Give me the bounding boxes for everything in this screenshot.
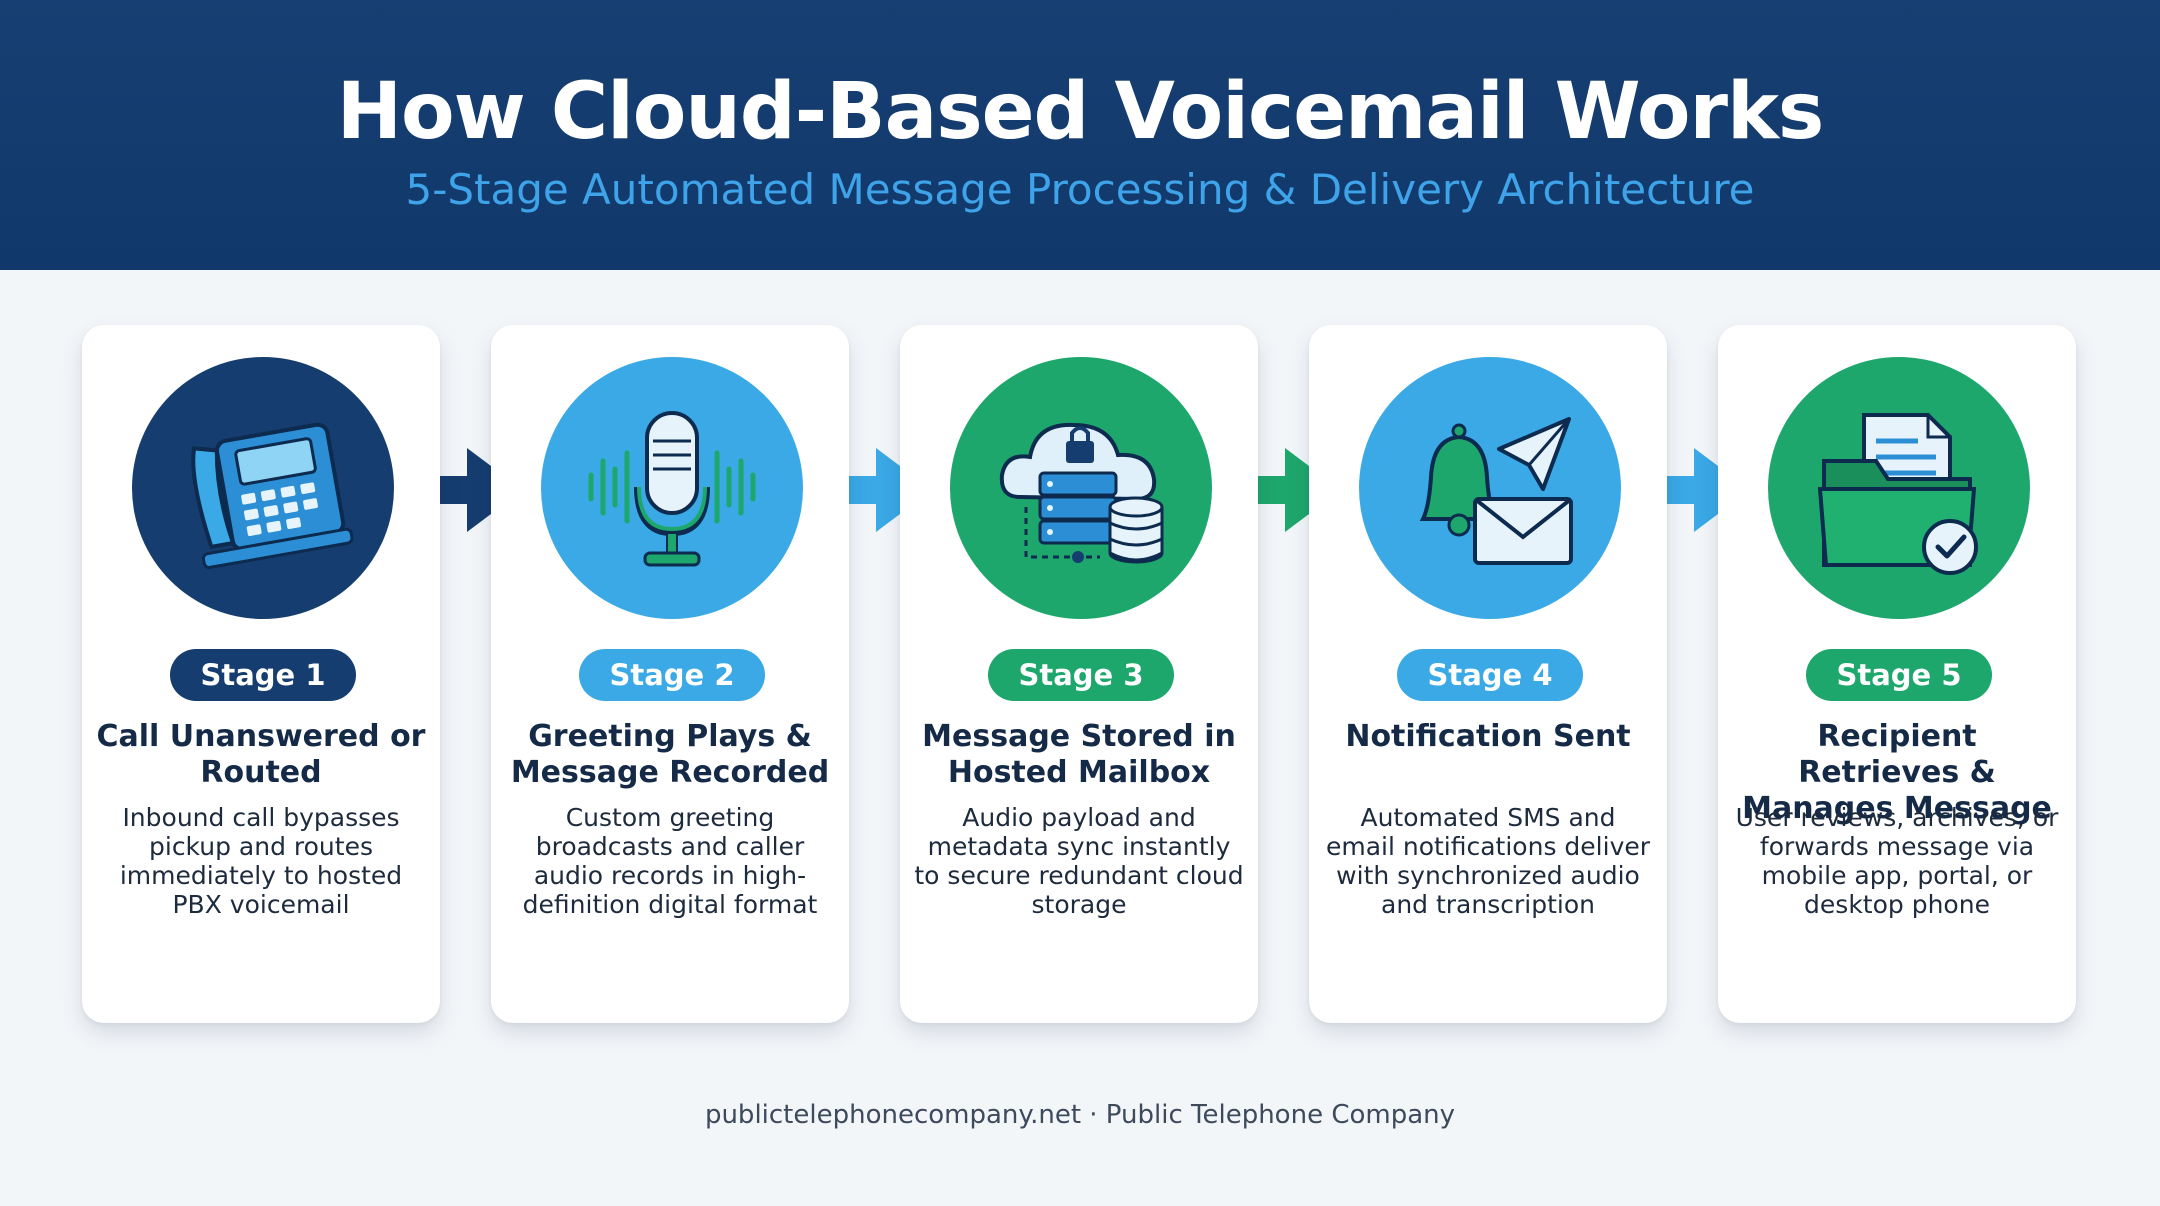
stage-badge: Stage 2 [579, 649, 765, 701]
header-banner: How Cloud-Based Voicemail Works 5-Stage … [0, 0, 2160, 270]
stage-card-5: Stage 5 Recipient Retrieves & Manages Me… [1718, 325, 2076, 1023]
footer-credit: publictelephonecompany.net · Public Tele… [704, 1100, 1456, 1130]
stage-badge: Stage 5 [1806, 649, 1992, 701]
stage-title: Message Stored in Hosted Mailbox [922, 719, 1236, 790]
stage-description: Automated SMS and email notifications de… [1325, 803, 1651, 919]
stage-description: Audio payload and metadata sync instantl… [914, 803, 1244, 919]
folder-check-icon [1768, 357, 2030, 619]
stage-title: Recipient Retrieves & Manages Message [1742, 719, 2052, 826]
notification-bell-icon [1359, 357, 1621, 619]
stage-description: Custom greeting broadcasts and caller au… [522, 803, 818, 919]
stage-card-1: Stage 1 Call Unanswered or Routed Inboun… [82, 325, 440, 1023]
stage-badge: Stage 4 [1397, 649, 1583, 701]
stage-description: Inbound call bypasses pickup and routes … [119, 803, 403, 919]
stage-title: Call Unanswered or Routed [96, 719, 426, 790]
desk-phone-icon [132, 357, 394, 619]
stage-card-4: Stage 4 Notification Sent Automated SMS … [1309, 325, 1667, 1023]
cloud-storage-icon [950, 357, 1212, 619]
stage-title: Notification Sent [1345, 719, 1631, 754]
page-title: How Cloud-Based Voicemail Works [336, 67, 1825, 157]
stage-badge: Stage 1 [170, 649, 356, 701]
stage-description: User reviews, archives, or forwards mess… [1735, 803, 2059, 919]
microphone-icon [541, 357, 803, 619]
stage-card-2: Stage 2 Greeting Plays & Message Recorde… [491, 325, 849, 1023]
stage-card-3: Stage 3 Message Stored in Hosted Mailbox… [900, 325, 1258, 1023]
page-subtitle: 5-Stage Automated Message Processing & D… [405, 165, 1755, 214]
stage-badge: Stage 3 [988, 649, 1174, 701]
stage-title: Greeting Plays & Message Recorded [510, 719, 830, 790]
